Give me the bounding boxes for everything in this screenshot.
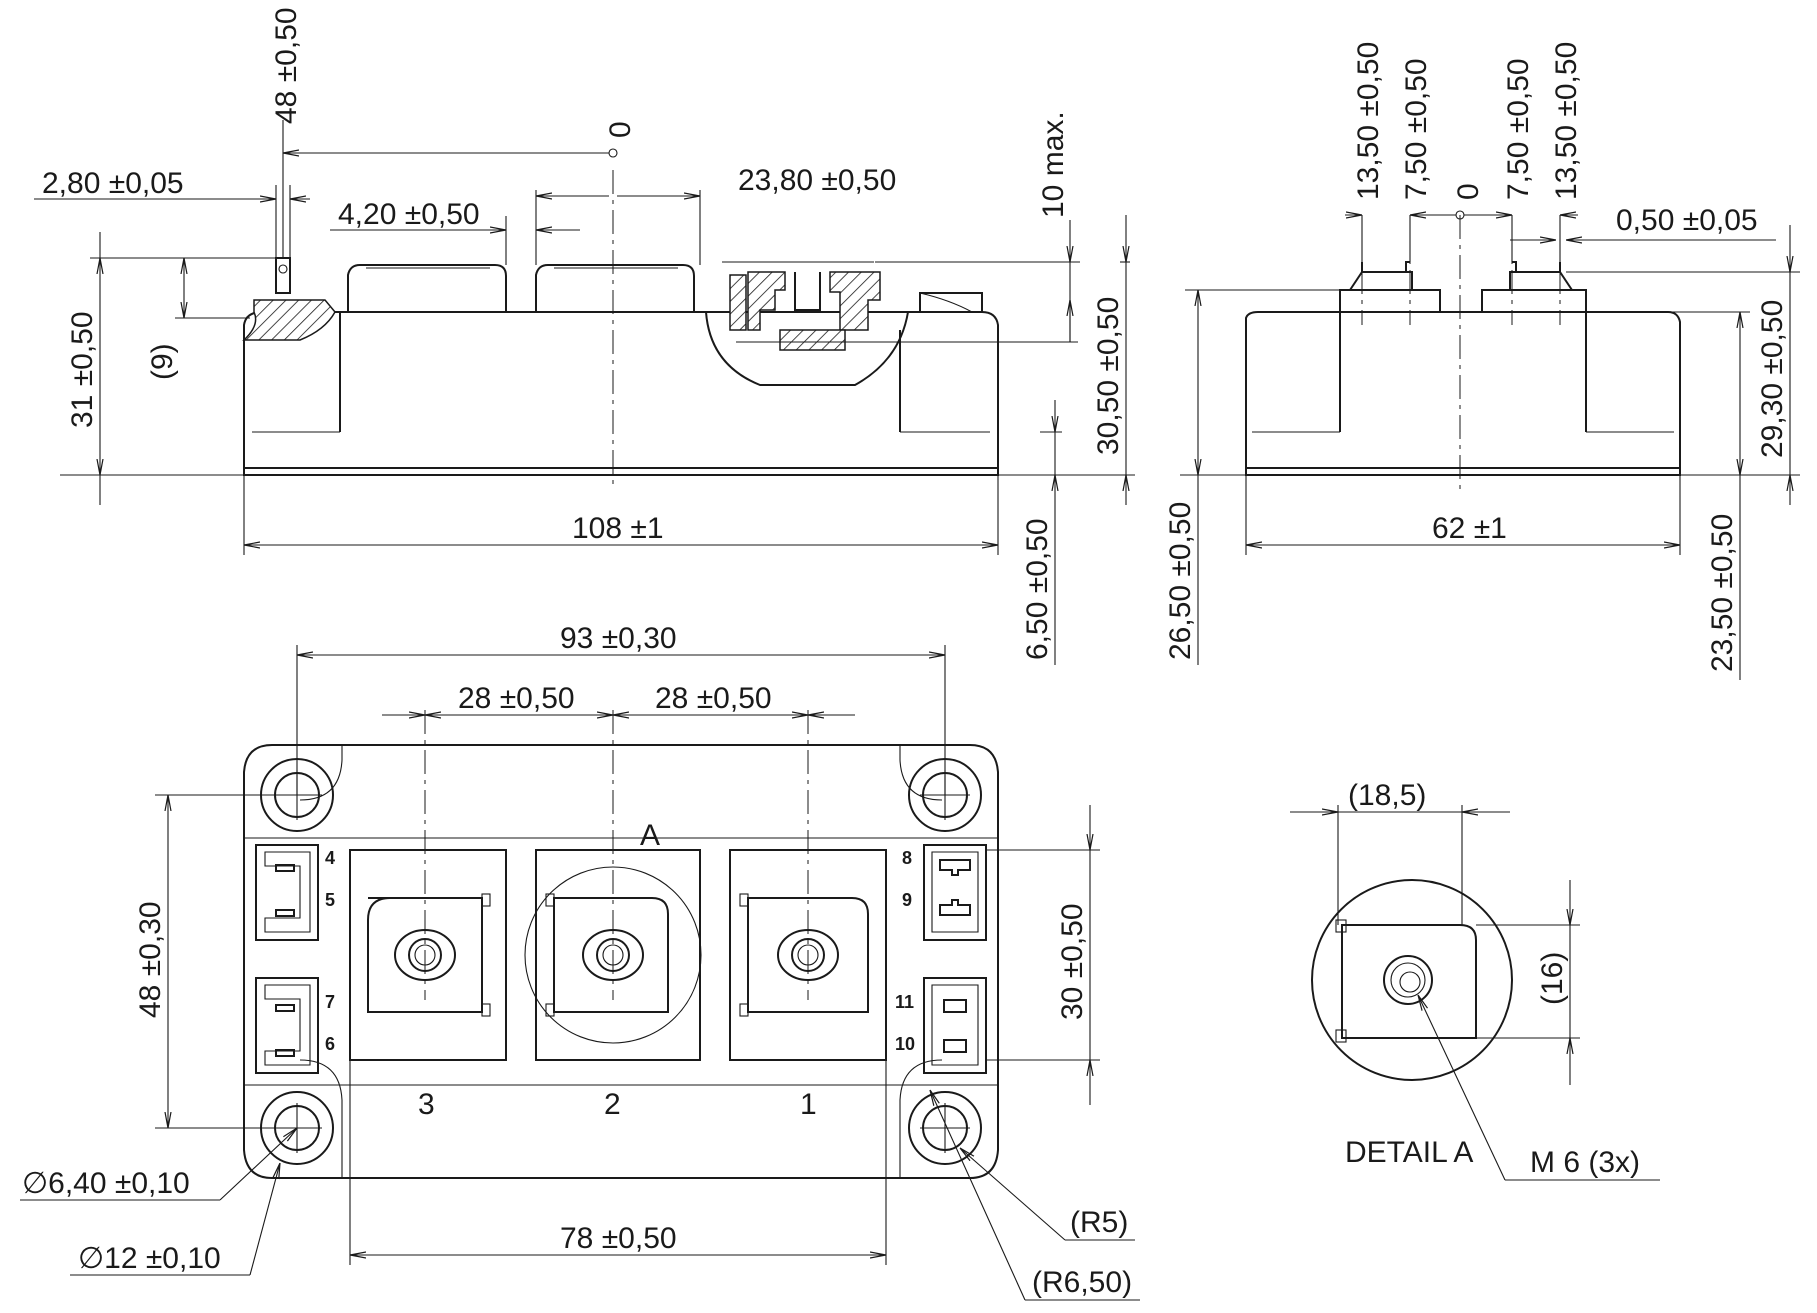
dim-side-10max: 10 max. (1037, 111, 1070, 218)
diameter-symbol: ∅ (22, 1167, 48, 1200)
dim-end-7-50-right: 7,50 ±0,50 (1502, 58, 1535, 200)
dim-top-hole: ∅6,40 ±0,10 (22, 1167, 190, 1200)
terminal-label-2: 2 (604, 1088, 621, 1121)
side-terminal-block-1 (347, 264, 507, 312)
dim-end-0-50: 0,50 ±0,05 (1616, 204, 1758, 237)
detail-a-marker: A (640, 819, 660, 852)
dim-top-28-left: 28 ±0,50 (458, 682, 575, 715)
pin-label-8: 8 (902, 848, 912, 868)
pin-label-11: 11 (895, 992, 914, 1012)
side-terminal-block-2 (535, 264, 695, 312)
terminal-label-1: 1 (800, 1088, 817, 1121)
pin-label-10: 10 (895, 1034, 915, 1054)
dim-end-29-30: 29,30 ±0,50 (1756, 300, 1789, 458)
dim-detail-18-5: (18,5) (1348, 779, 1426, 812)
detail-circle (1311, 879, 1513, 1081)
dim-top-washer-value: 12 ±0,10 (104, 1242, 221, 1275)
dim-top-r6-50: (R6,50) (1032, 1266, 1132, 1299)
power-terminal-3 (349, 849, 507, 1061)
dim-top-48: 48 ±0,30 (134, 901, 167, 1018)
dim-side-108: 108 ±1 (572, 512, 664, 545)
end-view: 13,50 ±0,50 7,50 ±0,50 0 7,50 ±0,50 13,5… (1164, 42, 1800, 680)
aux-connector-7-6 (255, 977, 319, 1074)
dim-top-washer: ∅12 ±0,10 (78, 1242, 221, 1275)
dim-side-4-20: 4,20 ±0,50 (338, 198, 480, 231)
dim-end-26-50: 26,50 ±0,50 (1164, 502, 1197, 660)
aux-connector-11-10 (923, 977, 987, 1074)
dim-top-r5-value: R5 (1080, 1206, 1118, 1239)
pin-label-7: 7 (325, 992, 335, 1012)
dim-end-62: 62 ±1 (1432, 512, 1507, 545)
end-pin-block-right (1481, 289, 1587, 312)
dim-end-7-50-left: 7,50 ±0,50 (1400, 58, 1433, 200)
dim-end-13-50-right: 13,50 ±0,50 (1550, 42, 1583, 200)
dim-side-0: 0 (604, 121, 637, 138)
detail-title: DETAIL A (1345, 1136, 1473, 1169)
mounting-hole-bottom-right (908, 1091, 982, 1165)
pin-label-5: 5 (325, 890, 335, 910)
dim-top-78: 78 ±0,50 (560, 1222, 677, 1255)
terminal-label-3: 3 (418, 1088, 435, 1121)
dim-top-28-right: 28 ±0,50 (655, 682, 772, 715)
aux-connector-4-5 (255, 844, 319, 941)
dim-end-0: 0 (1452, 183, 1485, 200)
power-terminal-2 (524, 849, 702, 1061)
end-pin-block-left (1339, 289, 1441, 312)
dim-detail-16-value: 16 (1536, 962, 1569, 995)
dim-top-r5: (R5) (1070, 1206, 1128, 1239)
dim-side-2-80: 2,80 ±0,05 (42, 167, 184, 200)
top-view: A 4 5 7 6 8 9 11 10 3 2 1 93 ±0,30 28 ±0… (20, 622, 1140, 1301)
detail-thread-label: M 6 (3x) (1530, 1146, 1640, 1179)
dim-side-6-50: 6,50 ±0,50 (1021, 518, 1054, 660)
pin-label-4: 4 (325, 848, 335, 868)
dim-side-31: 31 ±0,50 (66, 311, 99, 428)
dim-detail-18-5-value: 18,5 (1358, 779, 1416, 812)
pin-label-6: 6 (325, 1034, 335, 1054)
detail-a-circle (524, 866, 702, 1044)
side-body-outline (243, 311, 999, 476)
dim-detail-16: (16) (1536, 952, 1569, 1005)
dim-end-23-50: 23,50 ±0,50 (1706, 514, 1739, 672)
dim-side-48: 48 ±0,50 (270, 7, 303, 124)
dim-end-13-50-left: 13,50 ±0,50 (1352, 42, 1385, 200)
detail-a-view: (18,5) (16) DETAIL A M 6 (3x) (1290, 779, 1660, 1181)
dim-top-r6-50-value: R6,50 (1042, 1266, 1122, 1299)
dim-side-9: (9) (146, 343, 179, 380)
diameter-symbol: ∅ (78, 1242, 104, 1275)
dim-side-23-80: 23,80 ±0,50 (738, 164, 896, 197)
side-view: 48 ±0,50 0 2,80 ±0,05 4,20 ±0,50 23,80 ±… (34, 7, 1135, 665)
end-body-outline (1245, 311, 1681, 476)
dim-top-hole-value: 6,40 ±0,10 (48, 1167, 190, 1200)
pin-label-9: 9 (902, 890, 912, 910)
side-aux-pin (275, 257, 291, 294)
aux-connector-8-9 (923, 844, 987, 941)
dim-side-30-50: 30,50 ±0,50 (1092, 297, 1125, 455)
dim-top-30: 30 ±0,50 (1056, 903, 1089, 1020)
section-cutout (705, 311, 909, 386)
dim-top-93: 93 ±0,30 (560, 622, 677, 655)
